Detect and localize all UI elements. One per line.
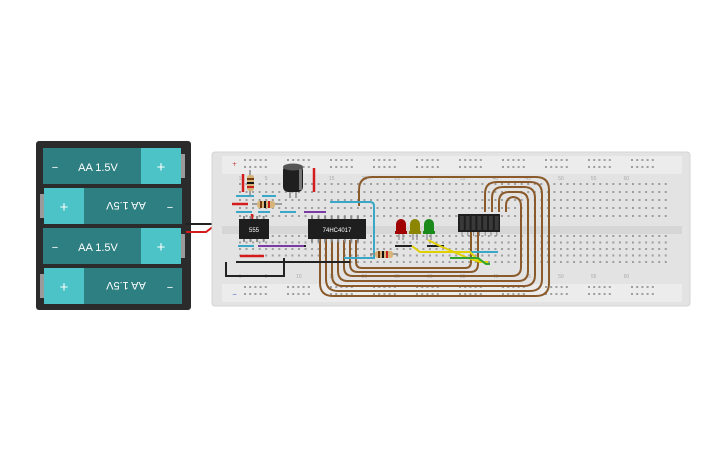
- chip-label: 555: [249, 228, 260, 234]
- column-number: 45: [525, 274, 531, 280]
- column-number: 1: [239, 176, 242, 182]
- column-number: 5: [265, 176, 268, 182]
- battery-cell-1[interactable]: − AA 1.5V +: [43, 148, 185, 184]
- column-number: 25: [394, 176, 400, 182]
- led-bar-module[interactable]: [458, 214, 500, 236]
- chip-label: 74HC4017: [323, 228, 352, 234]
- rail-minus-mark: −: [232, 291, 237, 298]
- battery-cell-2[interactable]: + AA 1.5V −: [40, 188, 182, 224]
- ic-74hc4017[interactable]: 74HC4017: [308, 216, 366, 242]
- resistor-vertical[interactable]: [247, 170, 254, 196]
- column-number: 60: [624, 176, 630, 182]
- led-3[interactable]: [423, 219, 435, 240]
- column-number: 50: [558, 176, 564, 182]
- column-number: 55: [591, 274, 597, 280]
- column-number: 60: [624, 274, 630, 280]
- battery-cell-4[interactable]: + AA 1.5V −: [40, 268, 182, 304]
- green-wire[interactable]: [450, 257, 490, 265]
- black-wires[interactable]: [225, 245, 444, 277]
- bottom-power-rail: [222, 284, 682, 302]
- purple-wires[interactable]: [258, 211, 326, 247]
- minus-sign: −: [167, 202, 173, 214]
- column-number: 30: [427, 176, 433, 182]
- battery-pack[interactable]: − AA 1.5V + + AA 1.5V − − AA 1.5V +: [36, 141, 191, 310]
- cell-label: AA 1.5V: [105, 199, 145, 211]
- led-group[interactable]: [395, 219, 435, 240]
- cell-label: AA 1.5V: [78, 242, 118, 254]
- column-number: 10: [296, 274, 302, 280]
- cell-label: AA 1.5V: [105, 279, 145, 291]
- brown-jumper-wires[interactable]: [319, 176, 550, 297]
- resistor-horizontal-1[interactable]: [252, 201, 282, 208]
- cell-label: AA 1.5V: [78, 162, 118, 174]
- plus-sign: +: [157, 239, 166, 256]
- minus-sign: −: [167, 282, 173, 294]
- column-number: 15: [329, 176, 335, 182]
- plus-sign: +: [157, 159, 166, 176]
- column-number: 55: [591, 176, 597, 182]
- minus-sign: −: [52, 162, 58, 174]
- led-1[interactable]: [395, 219, 407, 240]
- led-2[interactable]: [409, 219, 421, 240]
- center-channel: [222, 226, 682, 234]
- resistor-horizontal-2[interactable]: [370, 251, 398, 258]
- battery-cell-3[interactable]: − AA 1.5V +: [43, 228, 185, 264]
- column-number: 45: [525, 176, 531, 182]
- red-wires[interactable]: [232, 168, 316, 258]
- electrolytic-capacitor[interactable]: [283, 163, 303, 199]
- minus-sign: −: [52, 242, 58, 254]
- column-number: 40: [493, 176, 499, 182]
- cyan-wires[interactable]: [236, 195, 498, 259]
- plus-sign: +: [60, 199, 69, 216]
- column-number: 50: [558, 274, 564, 280]
- rail-plus-mark: +: [232, 161, 237, 168]
- ic-555[interactable]: 555: [239, 216, 269, 242]
- plus-sign: +: [60, 279, 69, 296]
- column-number: 35: [460, 176, 466, 182]
